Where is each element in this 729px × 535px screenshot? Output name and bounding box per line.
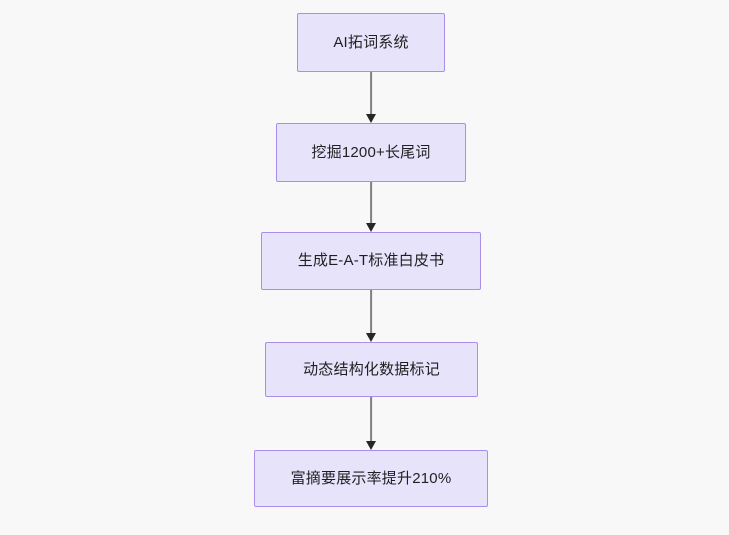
edge-line [370,182,372,223]
flow-node-label: 生成E-A-T标准白皮书 [297,252,445,269]
flow-node-dynamic-structured-data-markup[interactable]: 动态结构化数据标记 [265,342,478,397]
flow-node-rich-snippet-rate-increase[interactable]: 富摘要展示率提升210% [254,450,488,507]
flow-node-generate-eat-whitepaper[interactable]: 生成E-A-T标准白皮书 [261,232,481,290]
flow-node-label: 动态结构化数据标记 [303,360,440,378]
flow-node-label: 富摘要展示率提升210% [290,469,452,487]
flow-node-label: 挖掘1200+长尾词 [311,143,431,161]
arrowhead-icon [366,333,376,342]
flow-node-mine-longtail-keywords[interactable]: 挖掘1200+长尾词 [276,123,466,182]
flow-node-label: AI拓词系统 [333,33,409,51]
arrowhead-icon [366,441,376,450]
edge-line [370,72,372,114]
flow-node-ai-keyword-system[interactable]: AI拓词系统 [297,13,445,72]
arrowhead-icon [366,223,376,232]
arrowhead-icon [366,114,376,123]
edge-line [370,397,372,441]
edge-line [370,290,372,333]
